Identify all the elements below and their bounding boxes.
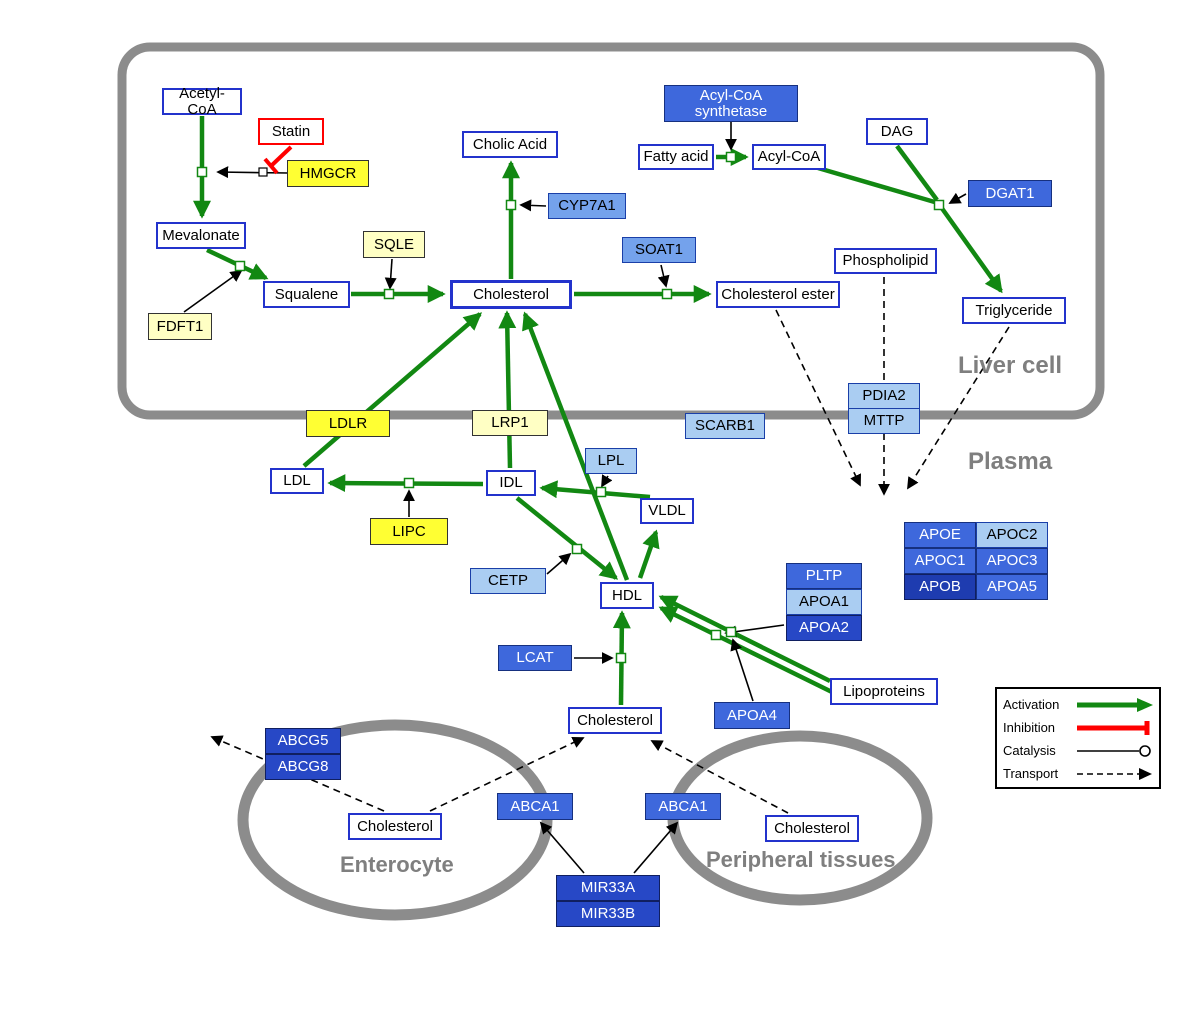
node-apoa1[interactable]: APOA1 — [786, 589, 862, 615]
node-scarb1[interactable]: SCARB1 — [685, 413, 765, 439]
node-cholic-acid[interactable]: Cholic Acid — [462, 131, 558, 158]
node-apob[interactable]: APOB — [904, 574, 976, 600]
liver-cell-compartment — [117, 42, 1105, 420]
node-lipc[interactable]: LIPC — [370, 518, 448, 545]
node-cyp7a1[interactable]: CYP7A1 — [548, 193, 626, 219]
node-lpl[interactable]: LPL — [585, 448, 637, 474]
node-statin[interactable]: Statin — [258, 118, 324, 145]
node-mevalonate[interactable]: Mevalonate — [156, 222, 246, 249]
peripheral-tissues-label: Peripheral tissues — [706, 847, 896, 872]
inhibition-edge — [263, 145, 293, 175]
node-pltp[interactable]: PLTP — [786, 563, 862, 589]
enterocyte-compartment — [237, 719, 553, 921]
liver-cell-label: Liver cell — [958, 352, 1063, 379]
node-fatty-acid[interactable]: Fatty acid — [638, 144, 714, 170]
node-abcg8[interactable]: ABCG8 — [265, 754, 341, 780]
node-ldlr[interactable]: LDLR — [306, 410, 390, 437]
node-vldl[interactable]: VLDL — [640, 498, 694, 524]
legend-row-transport: Transport — [1003, 762, 1153, 785]
node-acyl-coa-synthetase[interactable]: Acyl-CoA synthetase — [664, 85, 798, 122]
reaction-anchors — [196, 151, 945, 664]
node-cholesterol-peripheral[interactable]: Cholesterol — [765, 815, 859, 842]
node-apoa4[interactable]: APOA4 — [714, 702, 790, 729]
node-apoa2[interactable]: APOA2 — [786, 615, 862, 641]
node-mir33b[interactable]: MIR33B — [556, 901, 660, 927]
node-apoa5[interactable]: APOA5 — [976, 574, 1048, 600]
node-phospholipid[interactable]: Phospholipid — [834, 248, 937, 274]
node-apoc3[interactable]: APOC3 — [976, 548, 1048, 574]
node-soat1[interactable]: SOAT1 — [622, 237, 696, 263]
activation-arrow-icon — [1077, 697, 1153, 712]
node-fdft1[interactable]: FDFT1 — [148, 313, 212, 340]
legend-row-catalysis: Catalysis — [1003, 739, 1153, 762]
node-apoe[interactable]: APOE — [904, 522, 976, 548]
node-hdl[interactable]: HDL — [600, 582, 654, 609]
node-mir33a[interactable]: MIR33A — [556, 875, 660, 901]
statin-junction-anchor — [258, 167, 268, 177]
legend-catalysis-label: Catalysis — [1003, 743, 1056, 758]
enterocyte-label: Enterocyte — [340, 852, 454, 877]
node-apoc1[interactable]: APOC1 — [904, 548, 976, 574]
node-cholesterol-ester[interactable]: Cholesterol ester — [716, 281, 840, 308]
plasma-label: Plasma — [968, 448, 1053, 475]
node-squalene[interactable]: Squalene — [263, 281, 350, 308]
node-abca1-left[interactable]: ABCA1 — [497, 793, 573, 820]
node-mttp[interactable]: MTTP — [848, 408, 920, 434]
node-pdia2[interactable]: PDIA2 — [848, 383, 920, 409]
node-lrp1[interactable]: LRP1 — [472, 410, 548, 436]
legend-inhibition-label: Inhibition — [1003, 720, 1056, 735]
node-acyl-coa[interactable]: Acyl-CoA — [752, 144, 826, 170]
transport-dashed-arrow-icon — [1077, 767, 1152, 780]
node-cholesterol-liver[interactable]: Cholesterol — [450, 280, 572, 309]
node-abcg5[interactable]: ABCG5 — [265, 728, 341, 754]
node-lipoproteins[interactable]: Lipoproteins — [830, 678, 938, 705]
node-idl[interactable]: IDL — [486, 470, 536, 496]
legend-activation-label: Activation — [1003, 697, 1060, 712]
node-hmgcr[interactable]: HMGCR — [287, 160, 369, 187]
legend: Activation Inhibition Catalysis Transpor… — [995, 687, 1161, 789]
node-ldl[interactable]: LDL — [270, 468, 324, 494]
activation-edges — [193, 116, 1003, 706]
node-cetp[interactable]: CETP — [470, 568, 546, 594]
node-dag[interactable]: DAG — [866, 118, 928, 145]
node-cholesterol-plasma[interactable]: Cholesterol — [568, 707, 662, 734]
node-triglyceride[interactable]: Triglyceride — [962, 297, 1066, 324]
node-acetyl-coa[interactable]: Acetyl-CoA — [162, 85, 242, 117]
legend-row-inhibition: Inhibition — [1003, 716, 1153, 739]
node-cholesterol-enterocyte[interactable]: Cholesterol — [348, 813, 442, 840]
legend-row-activation: Activation — [1003, 693, 1153, 716]
node-abca1-right[interactable]: ABCA1 — [645, 793, 721, 820]
inhibition-tbar-icon — [1077, 720, 1150, 735]
legend-transport-label: Transport — [1003, 766, 1059, 781]
node-lcat[interactable]: LCAT — [498, 645, 572, 671]
catalysis-circle-icon — [1077, 744, 1151, 757]
node-apoc2[interactable]: APOC2 — [976, 522, 1048, 548]
node-dgat1[interactable]: DGAT1 — [968, 180, 1052, 207]
node-sqle[interactable]: SQLE — [363, 231, 425, 258]
